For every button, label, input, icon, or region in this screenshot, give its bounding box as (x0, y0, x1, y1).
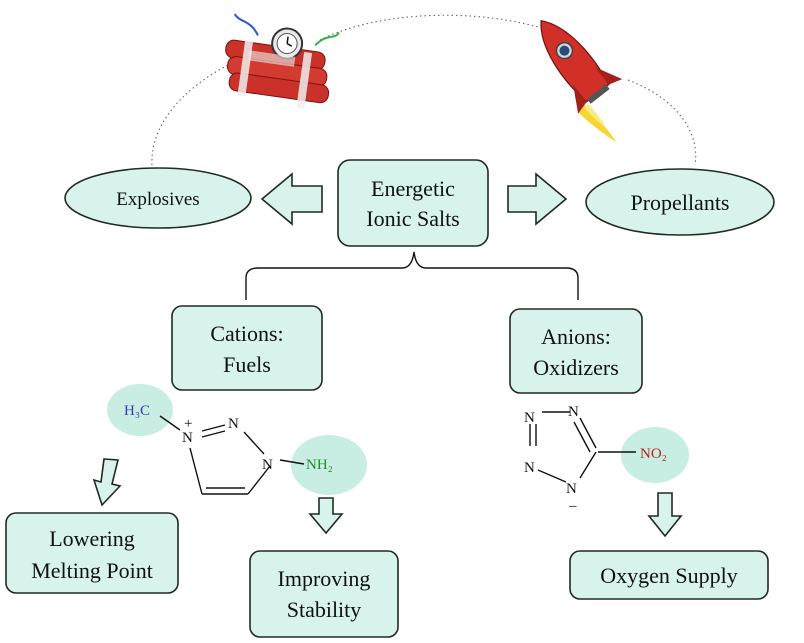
cation-structure (159, 415, 305, 495)
right-block-arrow (507, 172, 568, 226)
methyl-highlight (107, 384, 173, 436)
anions-box (509, 308, 643, 394)
explosives-node (64, 167, 252, 229)
cation-n1: N (262, 457, 273, 473)
center-box (337, 159, 489, 247)
cation-plus-charge: + (184, 416, 192, 432)
anion-minus-charge: – (568, 498, 577, 514)
branch-brace (245, 251, 579, 300)
center-label-line2: Ionic Salts (366, 206, 460, 231)
down-arrow-stability (308, 497, 344, 535)
propellants-node (585, 168, 775, 236)
anion-n-left-bottom: N (524, 460, 535, 476)
melting-line1: Lowering (49, 526, 135, 551)
cations-label-line2: Fuels (223, 352, 271, 377)
top-arc-connector (151, 14, 697, 166)
cations-label-line1: Cations: (210, 321, 283, 346)
propellants-label: Propellants (631, 190, 730, 215)
anion-n-top: N (568, 404, 579, 420)
stability-box (249, 550, 399, 638)
cation-n-plus: N (182, 430, 193, 446)
amino-group: NH₂ (306, 457, 333, 473)
anion-n-left-top: N (524, 410, 535, 426)
cations-box (171, 305, 323, 391)
rocket-icon (540, 20, 623, 142)
down-arrow-melting (92, 458, 122, 507)
melting-point-box (5, 512, 179, 594)
anion-n-bottom: N (566, 481, 577, 497)
methyl-group: H₃C (124, 403, 150, 419)
nitro-group: NO₂ (640, 446, 667, 462)
down-arrow-oxygen (647, 492, 683, 538)
anion-structure (529, 411, 636, 483)
dynamite-bundle-icon (225, 13, 340, 109)
melting-line2: Melting Point (31, 558, 153, 583)
stability-line2: Stability (287, 597, 362, 622)
amino-highlight (291, 435, 367, 495)
left-block-arrow (260, 172, 323, 226)
nitro-highlight (621, 427, 689, 483)
stability-line1: Improving (278, 566, 371, 591)
center-label-line1: Energetic (371, 176, 455, 201)
explosives-label: Explosives (116, 189, 199, 210)
anions-label-line1: Anions: (541, 324, 611, 349)
oxygen-supply-box (569, 550, 769, 600)
oxygen-line1: Oxygen Supply (600, 563, 738, 588)
cation-n2: N (228, 416, 239, 432)
anions-label-line2: Oxidizers (533, 355, 619, 380)
